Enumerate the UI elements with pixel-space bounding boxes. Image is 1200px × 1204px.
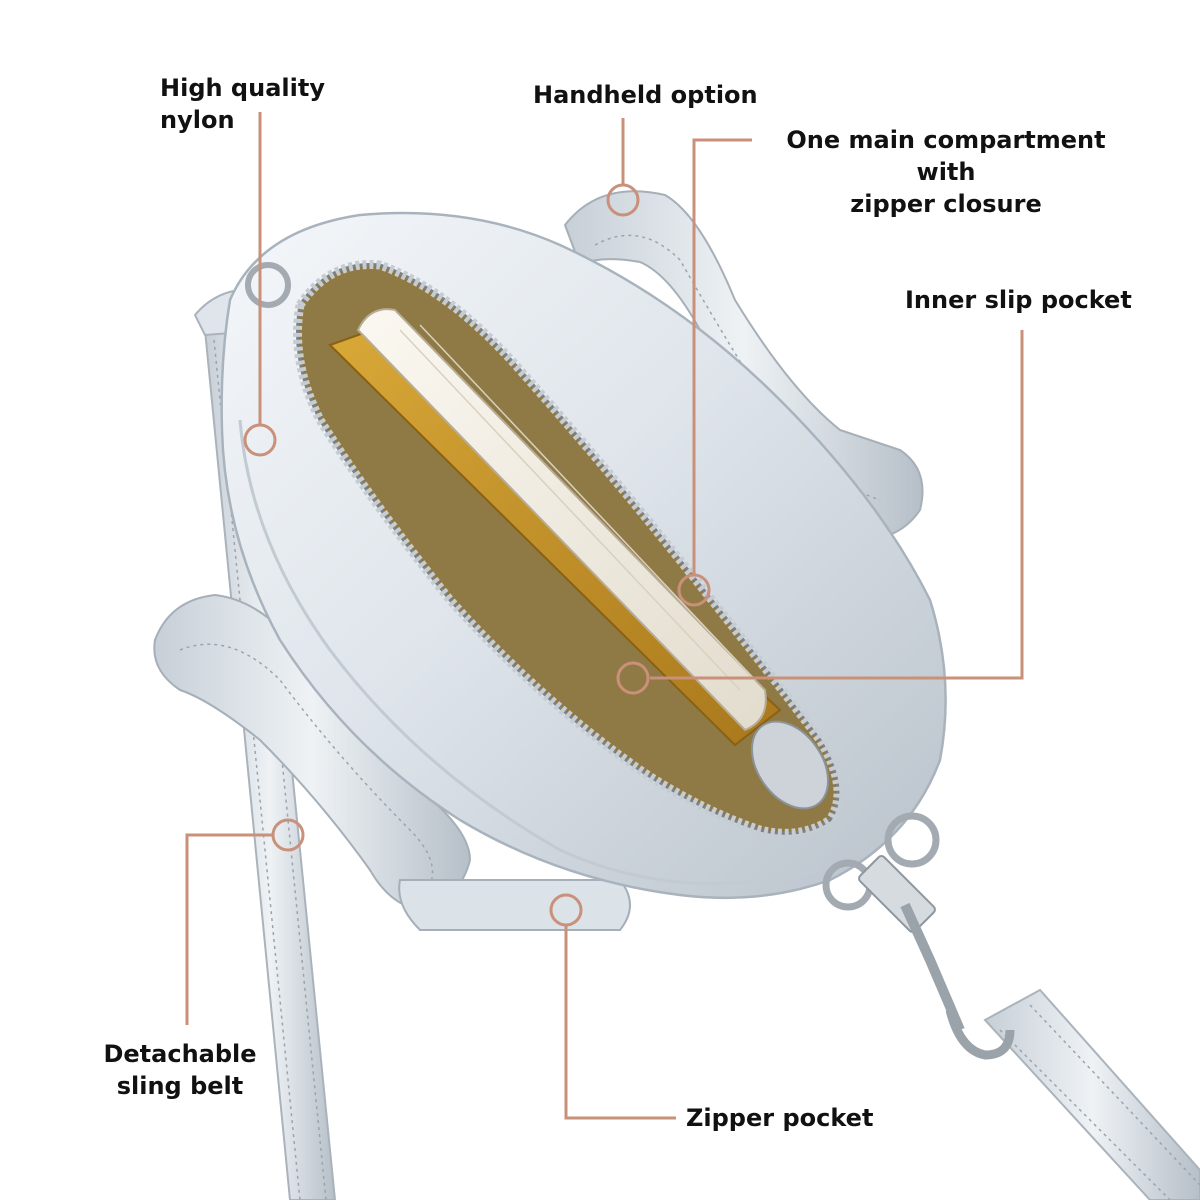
- callout-label-detachable-sling-belt: Detachable sling belt: [103, 1040, 257, 1100]
- callout-lines: [185, 112, 1024, 1120]
- callout-line-slip: [650, 330, 1024, 680]
- sling-strap-right: [983, 988, 1200, 1201]
- ring-marker-icon: [243, 423, 277, 457]
- zipper-pull: [822, 812, 1015, 1060]
- callout-label-main-compartment: One main compartment with zipper closure: [786, 126, 1106, 218]
- zipper-pull-tag-icon: [858, 855, 936, 933]
- ring-marker-icon: [616, 661, 650, 695]
- metal-item: [750, 720, 830, 810]
- callout-label-zipper-pocket: Zipper pocket: [686, 1104, 874, 1132]
- callout-label-high-quality-nylon: High quality nylon: [160, 74, 325, 134]
- book-inside: [328, 308, 782, 747]
- bottom-handle: [153, 593, 631, 931]
- ring-marker-icon: [549, 893, 583, 927]
- callout-label-inner-slip-pocket: Inner slip pocket: [905, 286, 1132, 314]
- callout-label-handheld-option: Handheld option: [533, 81, 758, 109]
- callout-line-zipper: [564, 925, 676, 1120]
- callout-line-main: [692, 138, 752, 575]
- lobster-clasp-icon: [945, 1008, 1015, 1060]
- side-ring: [245, 262, 291, 308]
- callout-line-sling: [185, 833, 272, 1025]
- ring-marker-icon: [271, 818, 305, 852]
- ring-marker-icon: [677, 573, 711, 607]
- ring-marker-icon: [606, 183, 640, 217]
